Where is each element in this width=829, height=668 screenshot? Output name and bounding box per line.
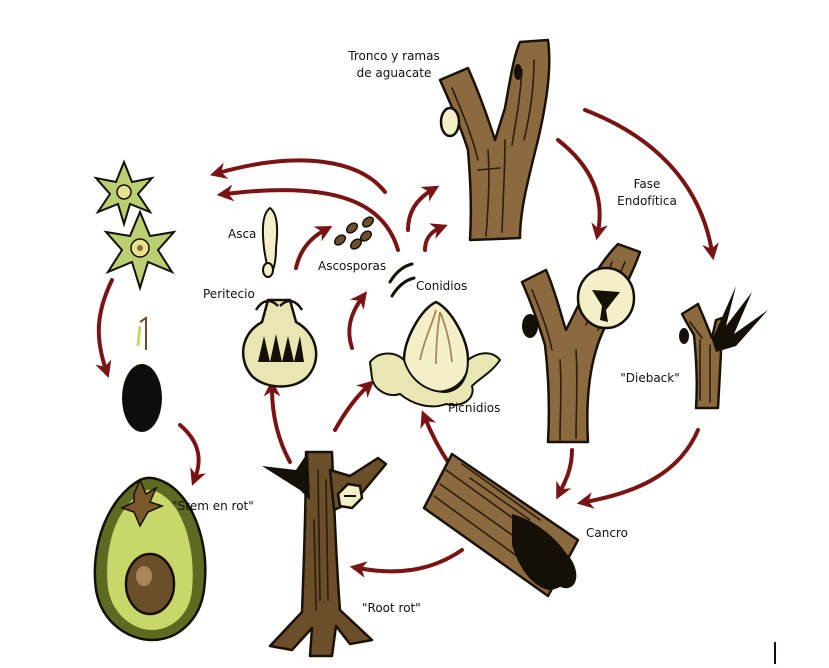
avocado-flower-icon [93,159,177,292]
canker-label: Cancro [586,526,628,540]
arrow-canker-to-pycnidium [420,410,450,464]
dead-branch-icon [679,286,768,410]
cankered-log-icon [422,452,580,598]
dark-fruit-icon [122,316,162,432]
cycle-arrows [95,108,719,578]
arrow-pycnidium-to-conidia [347,291,368,350]
arrow-host-to-dieback [583,108,719,261]
pycnidia-label: Picnidios [448,401,500,415]
endophytic-label: Fase Endofítica [617,177,677,208]
arrow-rootrot-to-perithecium [263,379,292,464]
endophytic-label-line-2: Endofítica [617,194,677,208]
pycnidium-icon [368,300,502,408]
endophytic-label-line-1: Fase [634,177,661,191]
arrow-host-to-endophytic [556,138,608,241]
trunk-with-lesion-icon [520,242,642,444]
arrow-endophytic-to-canker [556,448,574,500]
stem-end-rot-label: "Stem en rot" [172,499,254,513]
arrow-spores-to-flowers-1 [209,158,387,194]
y-shaped-trunk-icon [438,38,551,242]
arrow-flowers-to-fruit [95,278,114,378]
ascospores-icon [333,216,375,250]
perithecium-label: Peritecio [203,287,255,301]
dead-tree-icon [262,450,388,658]
arrow-conidia-to-host-1 [406,185,440,232]
host-label: Tronco y ramas de aguacate [347,49,439,80]
arrow-conidia-to-host-2 [423,223,448,252]
conidia-icon [388,262,416,298]
arrow-canker-to-rootrot [349,548,464,578]
arrow-fruit-to-stemend [178,423,206,486]
perithecium-icon [241,298,318,388]
arrow-dieback-to-canker [576,428,700,509]
ascus-label: Asca [228,227,256,241]
arrow-rootrot-to-pycnidium [333,380,375,432]
root-rot-label: "Root rot" [362,601,421,615]
conidia-label: Conidios [416,279,467,293]
ascospores-label: Ascosporas [318,259,386,273]
host-label-line-2: de aguacate [357,66,432,80]
dieback-label: "Dieback" [620,371,680,385]
host-label-line-1: Tronco y ramas [347,49,439,63]
arrow-spores-to-flowers-2 [216,184,400,252]
arrow-perithecium-to-ascospores [294,226,333,270]
ascus-icon [261,206,279,279]
halved-avocado-icon [93,476,207,642]
